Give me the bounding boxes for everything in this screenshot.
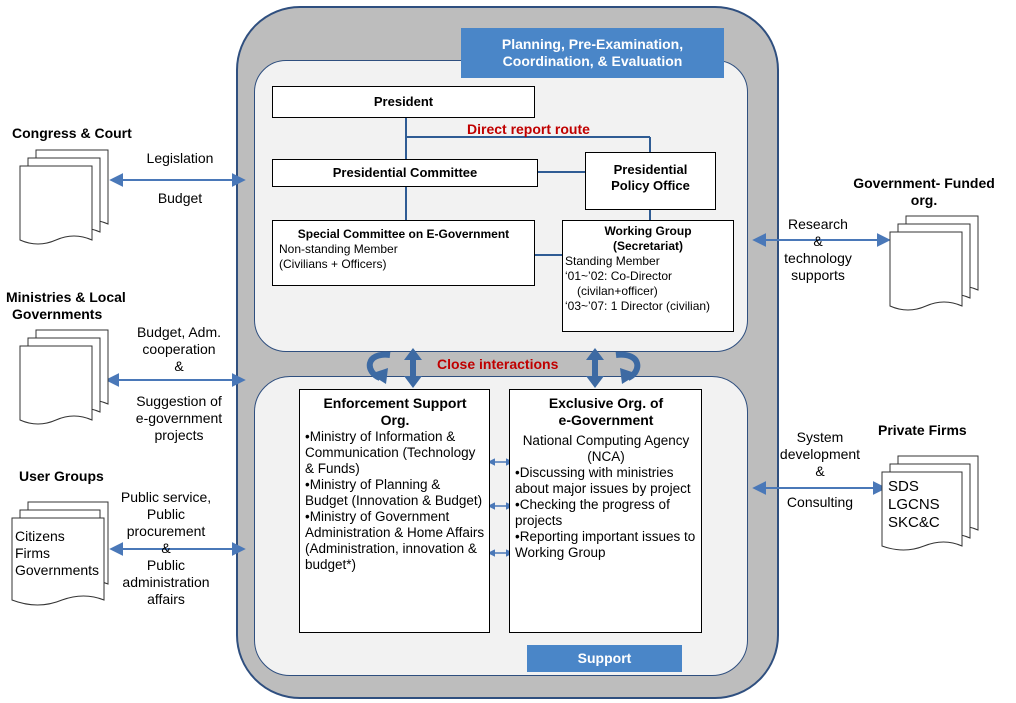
users-line: administration <box>122 574 210 590</box>
users-line: & <box>161 540 171 556</box>
funded-line: technology <box>784 250 852 266</box>
firm-item: SKC&C <box>888 514 940 531</box>
firm-item: SDS <box>888 478 919 495</box>
enforcement-support-box: Enforcement Support Org. Ministry of Inf… <box>299 389 490 633</box>
users-line: procurement <box>126 523 206 539</box>
exclusive-item: Checking the progress of projects <box>515 497 697 529</box>
ministries-line: projects <box>154 427 204 443</box>
exclusive-item: Discussing with ministries about major i… <box>515 465 697 497</box>
enforcement-title2: Org. <box>380 412 410 428</box>
congress-title: Congress & Court <box>12 125 132 141</box>
policy-office-box: Presidential Policy Office <box>585 152 716 210</box>
close-interactions-label: Close interactions <box>437 356 559 372</box>
ministries-line: & <box>174 358 184 374</box>
working-group-line: ‘01~’02: Co-Director <box>565 269 673 283</box>
special-committee-box: Special Committee on E-Government Non-st… <box>272 220 535 286</box>
ministries-line: Budget, Adm. <box>136 324 222 340</box>
ministries-text: Budget, Adm. cooperation & Suggestion of… <box>116 324 242 444</box>
ministries-line: Suggestion of <box>136 393 222 409</box>
user-groups-docs: Citizens Firms Governments <box>15 528 99 579</box>
private-line: development <box>779 446 861 462</box>
exclusive-title2: e-Government <box>558 412 654 428</box>
funded-line: Research <box>788 216 848 232</box>
org-chart-lines <box>405 118 651 256</box>
internal-arrows <box>487 458 514 557</box>
user-groups-text: Public service, Public procurement & Pub… <box>112 489 220 608</box>
document-stack-shapes <box>11 149 979 606</box>
enforcement-item: Ministry of Planning & Budget (Innovatio… <box>305 477 485 509</box>
close-interaction-arrows <box>366 348 641 388</box>
direct-report-label: Direct report route <box>467 121 590 137</box>
support-label: Support <box>527 645 682 672</box>
funded-line: & <box>813 233 823 249</box>
special-committee-line1: Non-standing Member <box>279 242 398 256</box>
working-group-line: ‘03~’07: 1 Director (civilian) <box>565 299 711 313</box>
ministries-line: cooperation <box>142 341 216 357</box>
enforcement-item: Ministry of Information & Communication … <box>305 429 485 477</box>
private-firms-title: Private Firms <box>878 422 967 438</box>
private-firms-docs: SDS LGCNS SKC&C <box>888 478 940 532</box>
presidential-committee-box: Presidential Committee <box>272 159 538 187</box>
exclusive-agency: National Computing Agency (NCA) <box>522 433 690 464</box>
funded-line: supports <box>791 267 845 283</box>
firm-item: LGCNS <box>888 496 940 513</box>
users-line: affairs <box>147 591 185 607</box>
funded-title2: org. <box>910 192 938 208</box>
working-group-title2: (Secretariat) <box>612 239 684 253</box>
exclusive-org-box: Exclusive Org. of e-Government National … <box>509 389 702 633</box>
working-group-box: Working Group (Secretariat) Standing Mem… <box>562 220 734 332</box>
congress-legislation: Legislation <box>146 150 214 166</box>
user-doc-item: Governments <box>15 562 100 578</box>
enforcement-title1: Enforcement Support <box>323 395 467 411</box>
users-line: Public <box>146 557 186 573</box>
special-committee-title: Special Committee on E-Government <box>297 227 510 241</box>
congress-budget: Budget <box>157 190 203 206</box>
users-line: Public <box>146 506 186 522</box>
user-doc-item: Firms <box>15 545 50 561</box>
working-group-line: (civilan+officer) <box>577 284 658 298</box>
user-groups-title: User Groups <box>19 468 104 484</box>
funded-title1: Government- Funded <box>853 175 995 191</box>
private-firms-text: System development & Consulting <box>770 429 870 511</box>
enforcement-item: Ministry of Government Administration & … <box>305 509 485 573</box>
side-arrows <box>105 173 891 556</box>
president-box: President <box>272 86 535 118</box>
user-doc-item: Citizens <box>15 528 65 544</box>
exclusive-title1: Exclusive Org. of <box>548 395 664 411</box>
funded-text: Research & technology supports <box>773 216 863 284</box>
exclusive-item: Reporting important issues to Working Gr… <box>515 529 697 561</box>
ministries-title1: Ministries & Local <box>6 289 126 305</box>
private-line: Consulting <box>786 494 854 510</box>
funded-title: Government- Funded org. <box>840 175 1008 209</box>
working-group-title1: Working Group <box>604 224 692 238</box>
private-line: System <box>796 429 844 445</box>
special-committee-line2: (Civilians + Officers) <box>279 257 387 271</box>
planning-label: Planning, Pre-Examination, Coordination,… <box>461 28 724 78</box>
working-group-line: Standing Member <box>565 254 660 268</box>
users-line: Public service, <box>120 489 212 505</box>
ministries-title2: Governments <box>12 306 103 322</box>
private-line: & <box>815 463 825 479</box>
ministries-line: e-government <box>135 410 223 426</box>
